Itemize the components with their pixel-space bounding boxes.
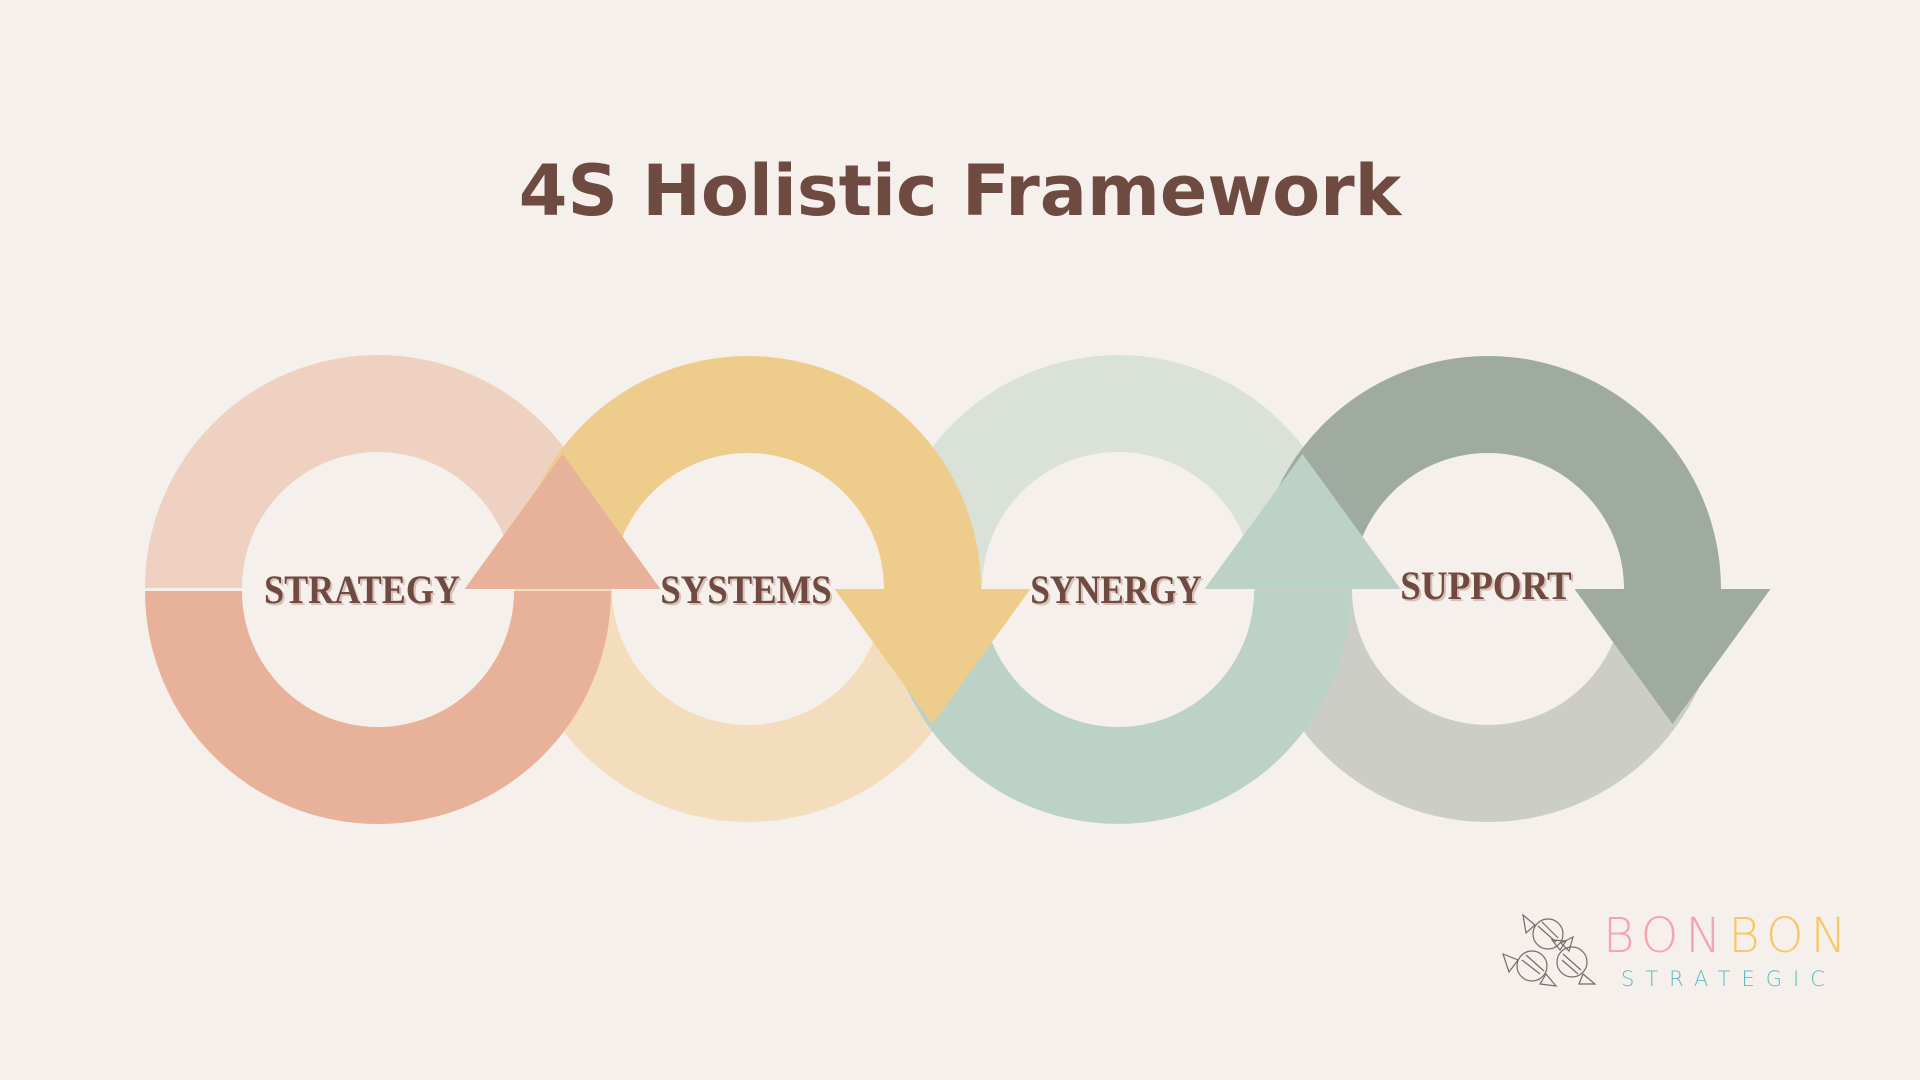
arrow-up-icon [1204, 454, 1401, 589]
stage-label-strategy: STRATEGY [264, 567, 460, 612]
stage-label-synergy: SYNERGY [1030, 567, 1202, 612]
stage-label-support: SUPPORT [1400, 563, 1572, 608]
ring-bottom-half [515, 589, 981, 822]
page-title: 4S Holistic Framework [518, 150, 1402, 232]
logo-word-strategic: STRATEGIC [1621, 967, 1836, 991]
ring-bottom-half [885, 591, 1351, 824]
svg-text:BONBON: BONBON [1603, 908, 1854, 964]
ring-bottom-half [1255, 589, 1721, 822]
candy-icon [1502, 913, 1597, 987]
arrow-up-icon [464, 454, 661, 589]
logo-word-bon-pink: BON [1603, 908, 1728, 964]
arrow-down-icon [1574, 589, 1771, 724]
ring-top-half [515, 356, 981, 589]
ring-top-half [885, 355, 1351, 588]
stage-label-systems: SYSTEMS [660, 567, 832, 612]
ring-top-half [1255, 356, 1721, 589]
logo-word-bon-yellow: BON [1728, 908, 1853, 964]
ring-bottom-half [145, 591, 611, 824]
arrow-down-icon [834, 589, 1031, 724]
ring-top-half [145, 355, 611, 588]
